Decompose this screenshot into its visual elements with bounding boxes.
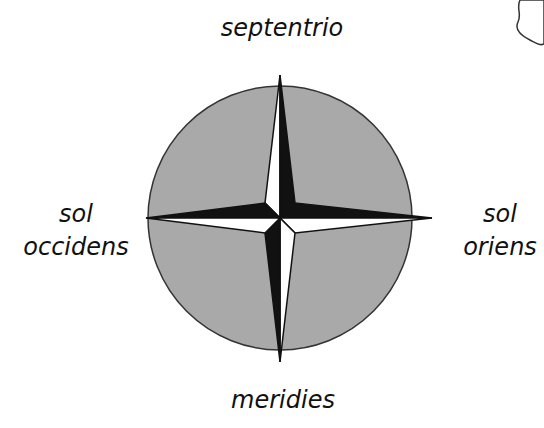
compass-star	[146, 75, 432, 362]
map-fragment	[517, 0, 544, 45]
direction-north: septentrio	[221, 12, 344, 45]
direction-east: sol oriens	[463, 198, 537, 264]
direction-west: sol occidens	[23, 198, 128, 264]
direction-south: meridies	[231, 384, 335, 417]
